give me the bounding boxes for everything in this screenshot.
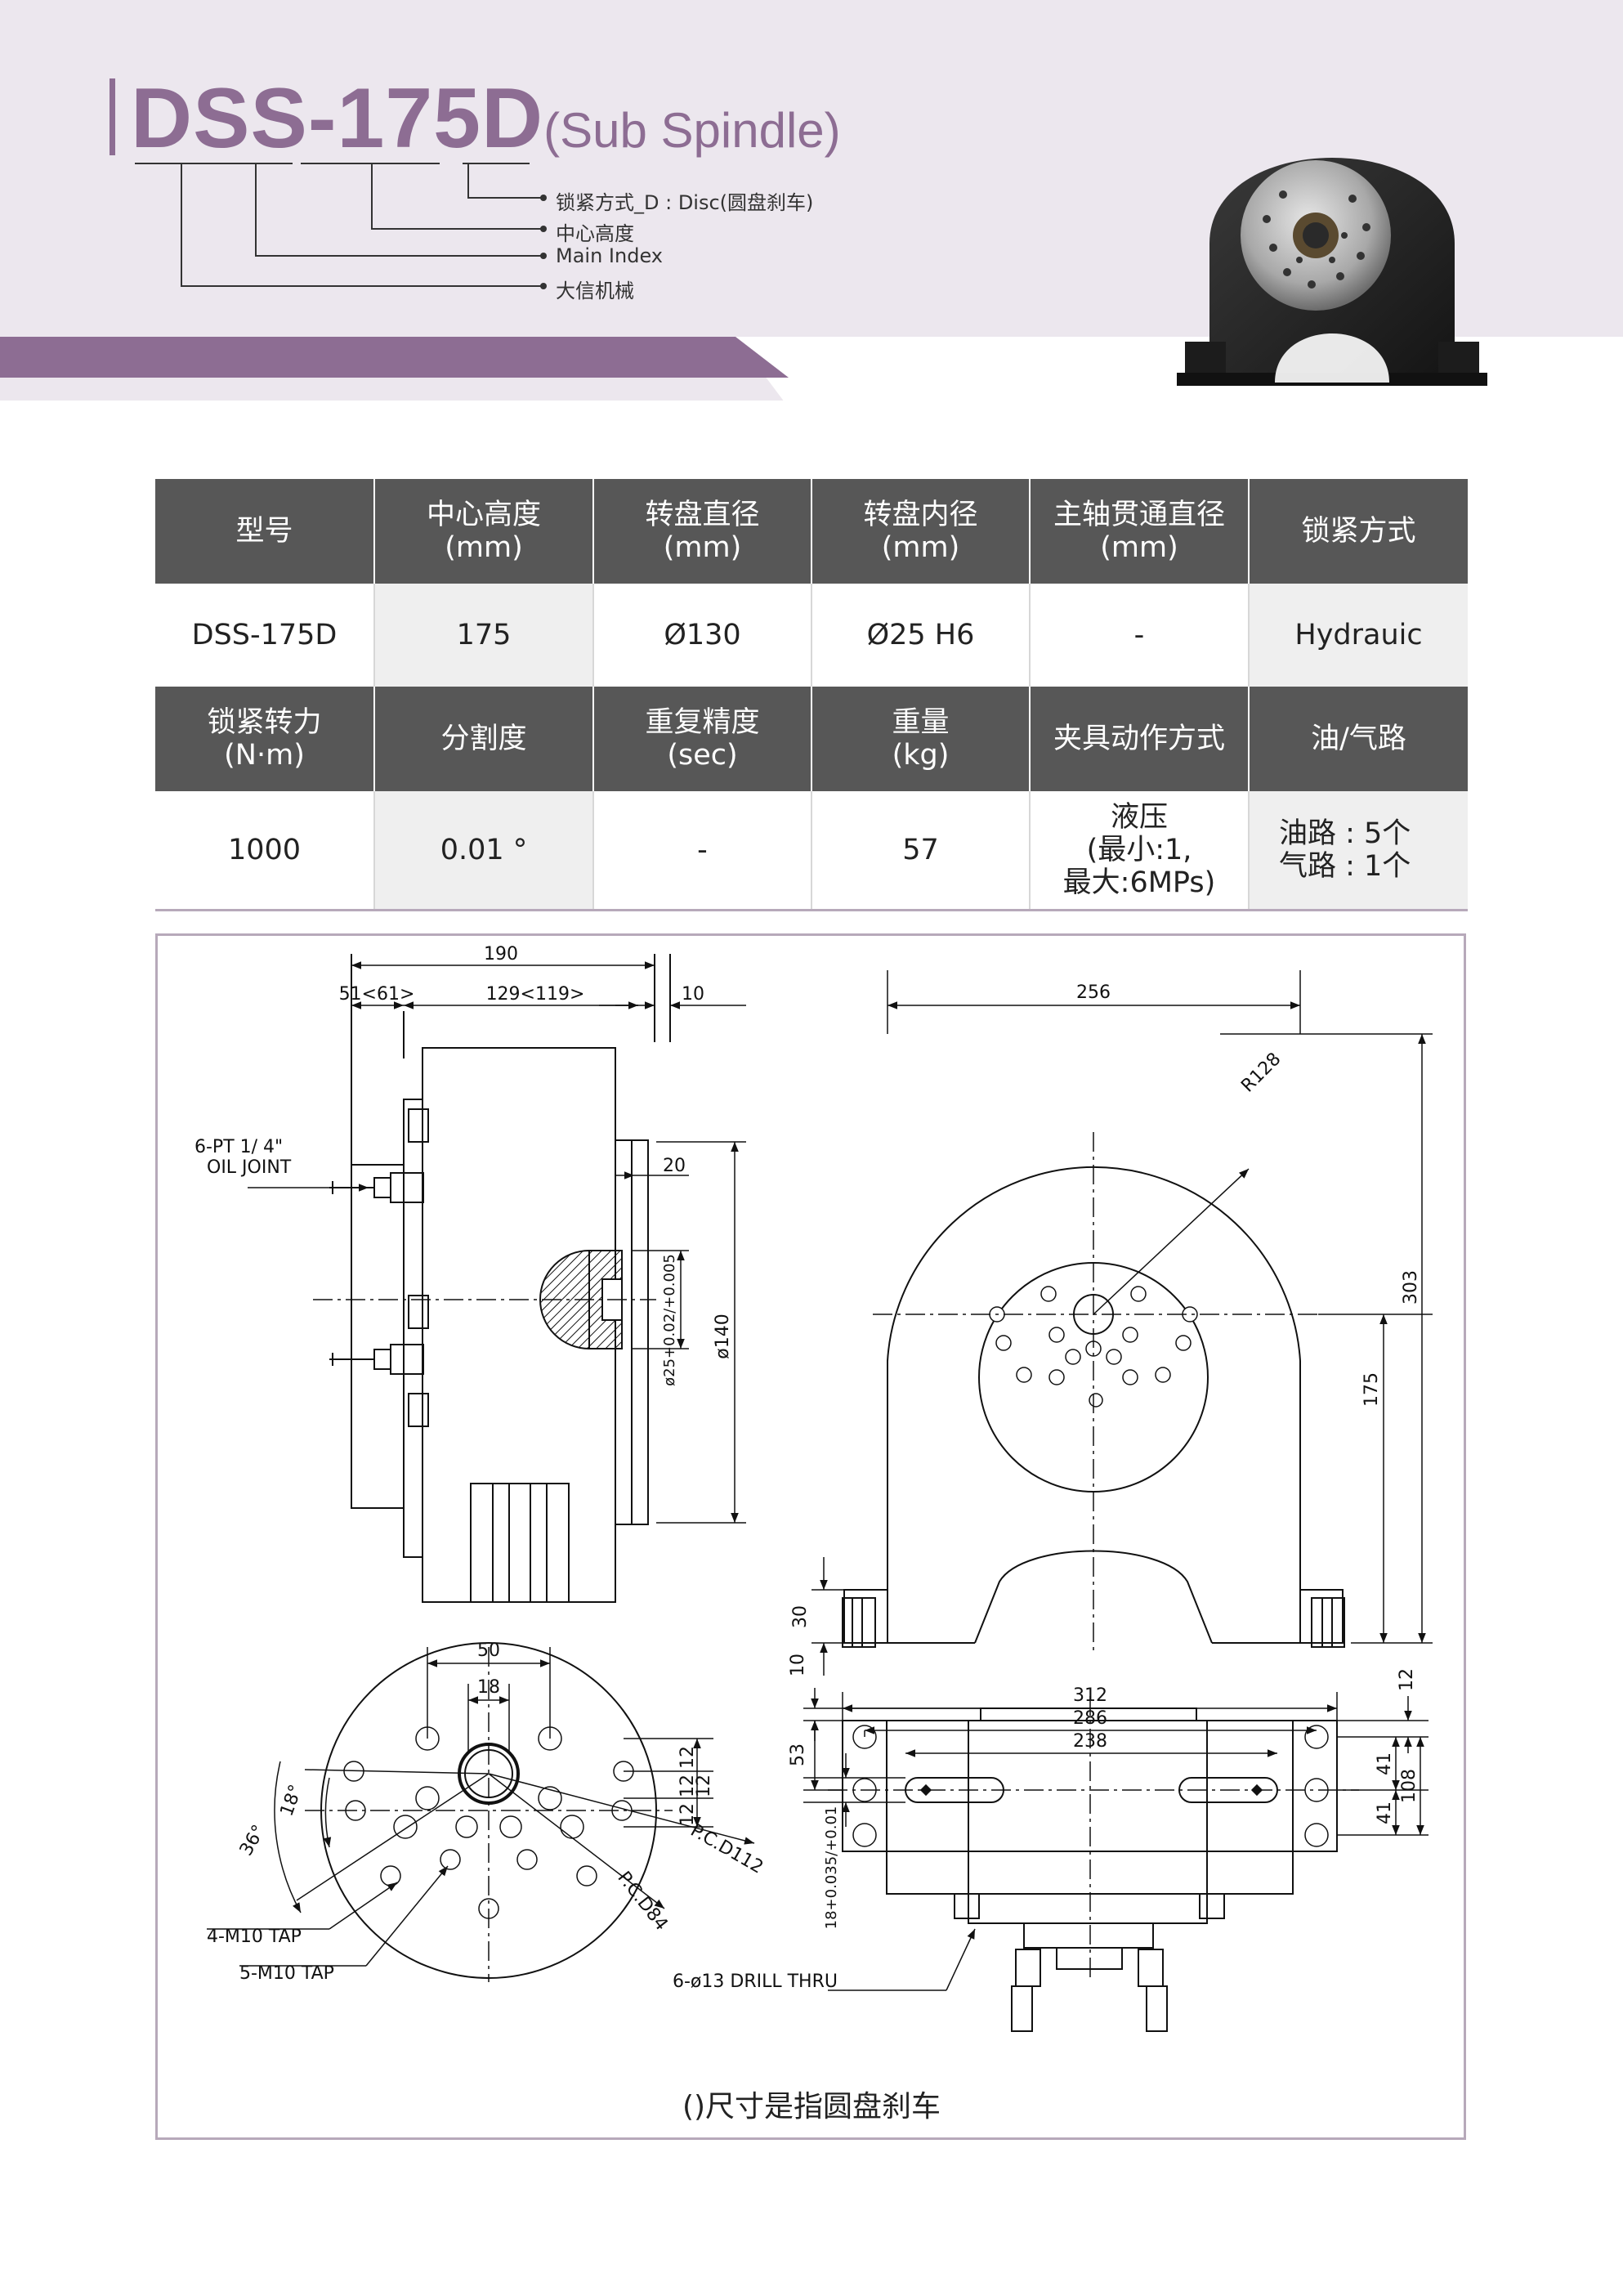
spec-header-row-1: 型号 中心高度 (mm) 转盘直径 (mm) 转盘内径 (mm) 主轴贯通直径 … (155, 479, 1468, 584)
dim-18-face: 18 (477, 1677, 500, 1698)
dim-25: ø25+0.02/+0.005 (661, 1254, 678, 1386)
drill-thru-label: 6-ø13 DRILL THRU (673, 1972, 838, 1992)
dim-108: 108 (1399, 1769, 1420, 1803)
value-lock-type: Hydrauic (1249, 584, 1468, 687)
model-subtitle: (Sub Spindle) (543, 103, 841, 158)
dim-312: 312 (1073, 1685, 1107, 1706)
value-oil-air: 油路 : 5个 气路 : 1个 (1249, 791, 1468, 911)
product-photo (1177, 158, 1487, 386)
header-weight: 重量 (kg) (812, 687, 1031, 791)
dim-41-a: 41 (1375, 1752, 1395, 1775)
dim-51: 51<61> (339, 984, 415, 1005)
drawing-frame (155, 933, 1466, 2140)
value-division: 0.01 ° (374, 791, 594, 911)
dim-190: 190 (484, 944, 518, 964)
header-clamp-action: 夹具动作方式 (1030, 687, 1250, 791)
model-name: DSS-175D (131, 71, 544, 166)
dim-20: 20 (663, 1156, 686, 1176)
spec-value-row-1: DSS-175D 175 Ø130 Ø25 H6 - Hydrauic (155, 584, 1468, 687)
dim-129: 129<119> (486, 984, 585, 1005)
dim-238: 238 (1073, 1731, 1107, 1752)
title-accent-bar (110, 78, 115, 155)
value-table-diameter: Ø130 (593, 584, 812, 687)
spec-value-row-2: 1000 0.01 ° - 57 液压 (最小:1, 最大:6MPs) 油路 :… (155, 791, 1468, 911)
tap-4-m10: 4-M10 TAP (207, 1927, 302, 1947)
dim-41-b: 41 (1375, 1801, 1395, 1824)
dim-12-top: 12 (1397, 1668, 1417, 1691)
model-title: DSS-175D(Sub Spindle) (131, 70, 841, 168)
front-view-holes (989, 1286, 1198, 1408)
header-clamp-torque: 锁紧转力 (N·m) (155, 687, 375, 791)
value-weight: 57 (812, 791, 1031, 911)
value-inner-diameter: Ø25 H6 (812, 584, 1031, 687)
oil-joint-line-2: OIL JOINT (207, 1157, 292, 1178)
value-model: DSS-175D (155, 584, 375, 687)
pcd-112: P.C.D112 (687, 1820, 767, 1878)
dim-12-a: 12 (677, 1746, 698, 1769)
header-oil-air: 油/气路 (1249, 687, 1468, 791)
angle-36: 36° (236, 1822, 270, 1860)
header-model: 型号 (155, 479, 375, 584)
dim-10-top: 10 (788, 1654, 808, 1676)
legend-lock-type: 锁紧方式_D : Disc(圆盘刹车) (556, 191, 814, 214)
dim-30: 30 (790, 1605, 811, 1628)
value-repeatability: - (593, 791, 812, 911)
header-center-height: 中心高度 (mm) (374, 479, 594, 584)
dim-53: 53 (788, 1743, 808, 1766)
angle-18: 18° (276, 1782, 306, 1819)
dim-286: 286 (1073, 1708, 1107, 1729)
model-code-legend (135, 163, 547, 289)
drawing-note: ()尺寸是指圆盘刹车 (682, 2090, 941, 2124)
dim-175: 175 (1361, 1372, 1382, 1407)
value-clamp-action: 液压 (最小:1, 最大:6MPs) (1030, 791, 1250, 911)
dim-12-b: 12 (677, 1775, 698, 1797)
dim-140: ø140 (713, 1314, 733, 1358)
dim-18-top: 18+0.035/+0.01 (823, 1806, 840, 1930)
dim-12-c: 12 (694, 1775, 714, 1797)
technical-drawing: 190 51<61> 129<119> 10 20 ø140 ø25+0.02/… (194, 944, 1433, 2032)
dim-r128: R128 (1237, 1049, 1285, 1096)
value-spindle-bore: - (1030, 584, 1250, 687)
value-center-height: 175 (374, 584, 594, 687)
dim-10-side: 10 (682, 984, 704, 1005)
legend-center-height: 中心高度 (556, 222, 634, 245)
oil-joint-line-1: 6-PT 1/ 4" (194, 1137, 283, 1157)
header-table-diameter: 转盘直径 (mm) (593, 479, 812, 584)
spec-table: 型号 中心高度 (mm) 转盘直径 (mm) 转盘内径 (mm) 主轴贯通直径 … (155, 479, 1468, 911)
header-division: 分割度 (374, 687, 594, 791)
dim-256: 256 (1076, 982, 1111, 1003)
header-inner-diameter: 转盘内径 (mm) (812, 479, 1031, 584)
header-spindle-bore: 主轴贯通直径 (mm) (1030, 479, 1250, 584)
dim-303: 303 (1401, 1270, 1421, 1305)
header-lock-type: 锁紧方式 (1249, 479, 1468, 584)
legend-main-index: Main Index (556, 244, 663, 267)
spec-header-row-2: 锁紧转力 (N·m) 分割度 重复精度 (sec) 重量 (kg) 夹具动作方式… (155, 687, 1468, 791)
legend-brand: 大信机械 (556, 280, 634, 302)
tap-5-m10: 5-M10 TAP (239, 1963, 334, 1984)
header-repeatability: 重复精度 (sec) (593, 687, 812, 791)
dim-50: 50 (477, 1640, 500, 1661)
dim-12-d: 12 (677, 1803, 698, 1826)
value-clamp-torque: 1000 (155, 791, 375, 911)
